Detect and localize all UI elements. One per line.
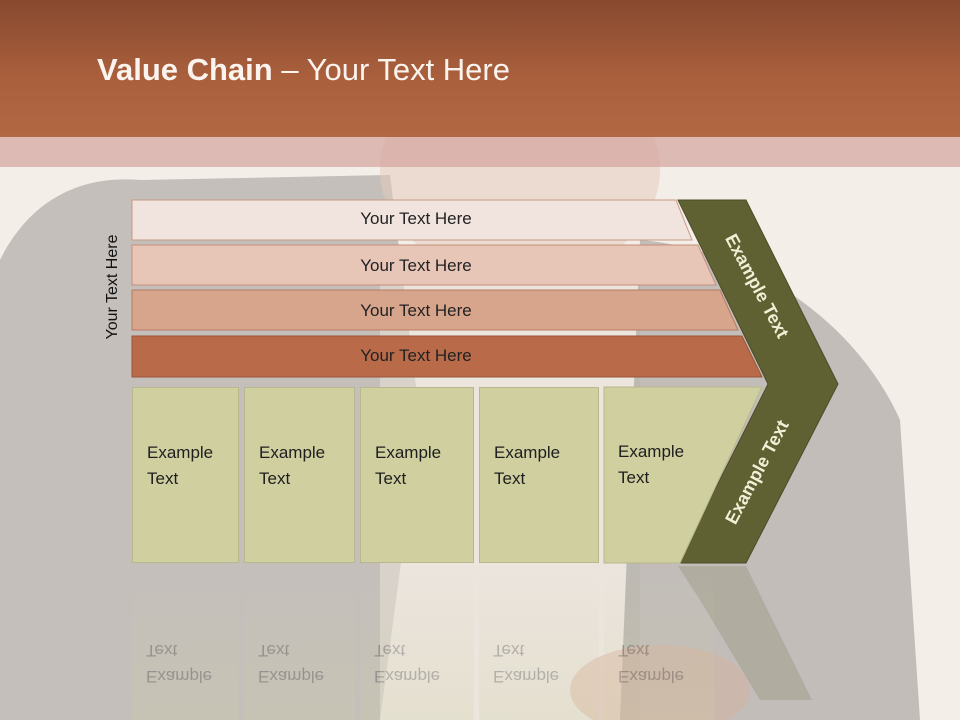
box-5: Example Text bbox=[604, 387, 714, 563]
box-5-line1: Example bbox=[618, 442, 685, 461]
box-3-line2: Text bbox=[375, 469, 407, 488]
bar-2-label: Your Text Here bbox=[360, 256, 472, 275]
box-5-shape bbox=[603, 386, 763, 564]
box-2-reflection-line1: Example bbox=[258, 667, 325, 686]
box-5-reflection: Example Text bbox=[604, 565, 714, 720]
bar-4-shape bbox=[131, 335, 763, 378]
box-5-reflection-line1: Example bbox=[618, 667, 685, 686]
box-1-line2: Text bbox=[147, 469, 179, 488]
box-4-line2: Text bbox=[494, 469, 526, 488]
box-4-reflection: Example Text bbox=[479, 565, 599, 720]
title-banner-strip bbox=[0, 137, 960, 167]
box-3-line1: Example bbox=[375, 443, 442, 462]
box-3-reflection-line2: Text bbox=[374, 641, 406, 660]
box-2-reflection-line2: Text bbox=[258, 641, 290, 660]
title-banner bbox=[0, 0, 960, 137]
bar-1-shape bbox=[131, 199, 693, 241]
chevron-shape bbox=[677, 199, 839, 564]
box-4: Example Text bbox=[479, 387, 599, 563]
box-3-reflection: Example Text bbox=[360, 565, 474, 720]
box-1-reflection-line1: Example bbox=[146, 667, 213, 686]
slide-title-rest: – Your Text Here bbox=[272, 52, 510, 87]
box-5-reflection-line2: Text bbox=[618, 641, 650, 660]
box-2: Example Text bbox=[244, 387, 355, 563]
box-1-reflection-line2: Text bbox=[146, 641, 178, 660]
box-4-reflection-line1: Example bbox=[493, 667, 560, 686]
box-2-line1: Example bbox=[259, 443, 326, 462]
slide-title-bold: Value Chain bbox=[97, 52, 273, 87]
box-3-reflection-line1: Example bbox=[374, 667, 441, 686]
box-4-line1: Example bbox=[494, 443, 561, 462]
box-4-reflection-line2: Text bbox=[493, 641, 525, 660]
box-5-line2: Text bbox=[618, 468, 650, 487]
diagram-reflection: Example Text Example Text Example Text E… bbox=[0, 565, 960, 720]
box-3: Example Text bbox=[360, 387, 474, 563]
bar-1-label: Your Text Here bbox=[360, 209, 472, 228]
bar-4-label: Your Text Here bbox=[360, 346, 472, 365]
bar-3-label: Your Text Here bbox=[360, 301, 472, 320]
box-2-reflection: Example Text bbox=[244, 565, 355, 720]
bar-3-shape bbox=[131, 289, 739, 331]
slide-title: Value Chain – Your Text Here bbox=[97, 52, 510, 96]
chevron-reflection bbox=[678, 566, 812, 700]
bar-2-shape bbox=[131, 244, 717, 286]
box-1-reflection: Example Text bbox=[132, 565, 239, 720]
box-1-line1: Example bbox=[147, 443, 214, 462]
box-2-line2: Text bbox=[259, 469, 291, 488]
box-1: Example Text bbox=[132, 387, 239, 563]
